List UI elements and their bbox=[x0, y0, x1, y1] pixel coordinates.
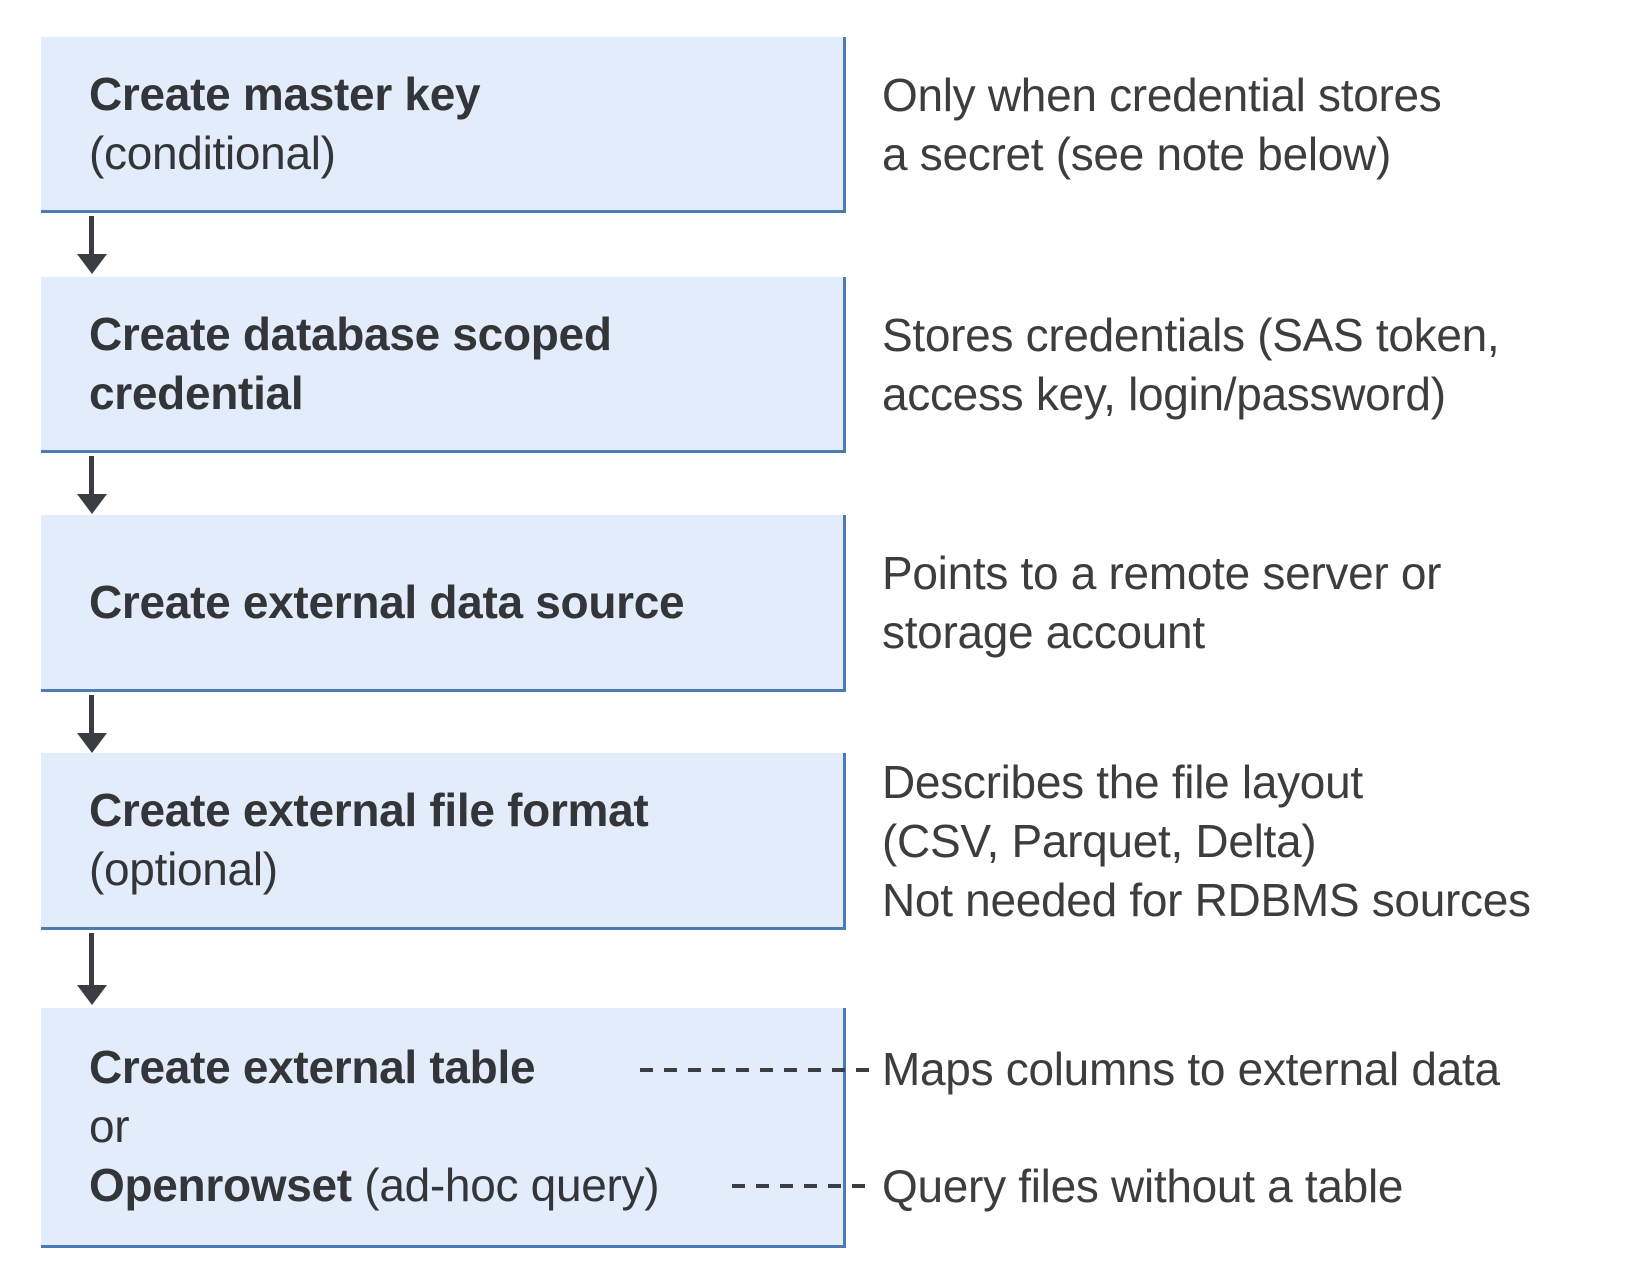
step-title-line-2: credential bbox=[89, 366, 304, 419]
step-title-alt-qualifier: (ad-hoc query) bbox=[351, 1159, 660, 1211]
annotation-master-key: Only when credential stores a secret (se… bbox=[882, 66, 1442, 184]
flow-arrow-stem bbox=[89, 695, 94, 735]
step-box-create-database-scoped-credential: Create database scoped credential bbox=[41, 277, 846, 453]
annotation-line: access key, login/password) bbox=[882, 368, 1446, 420]
annotation-file-format: Describes the file layout (CSV, Parquet,… bbox=[882, 753, 1531, 930]
step-title-alternative: Openrowset (ad-hoc query) bbox=[89, 1156, 803, 1215]
annotation-external-table: Maps columns to external data bbox=[882, 1040, 1500, 1099]
annotation-line: Only when credential stores bbox=[882, 69, 1442, 121]
step-qualifier: (optional) bbox=[89, 843, 278, 895]
step-title: Create external data source bbox=[89, 575, 685, 628]
annotation-data-source: Points to a remote server or storage acc… bbox=[882, 544, 1441, 662]
annotation-line: Maps columns to external data bbox=[882, 1043, 1500, 1095]
step-box-create-external-data-source: Create external data source bbox=[41, 515, 846, 692]
step-box-create-external-table-or-openrowset: Create external table or Openrowset (ad-… bbox=[41, 1008, 846, 1248]
step-title-primary: Create external table bbox=[89, 1041, 536, 1093]
annotation-line: (CSV, Parquet, Delta) bbox=[882, 815, 1317, 867]
step-qualifier: (conditional) bbox=[89, 126, 336, 179]
annotation-line: storage account bbox=[882, 606, 1205, 658]
step-box-create-external-file-format: Create external file format (optional) bbox=[41, 753, 846, 930]
flow-arrow-stem bbox=[89, 456, 94, 496]
step-title: Create master key bbox=[89, 67, 481, 120]
annotation-openrowset: Query files without a table bbox=[882, 1157, 1403, 1216]
arrow-down-icon bbox=[77, 494, 107, 514]
annotation-credential: Stores credentials (SAS token, access ke… bbox=[882, 306, 1500, 424]
arrow-down-icon bbox=[77, 733, 107, 753]
arrow-down-icon bbox=[77, 985, 107, 1005]
annotation-line: Points to a remote server or bbox=[882, 547, 1442, 599]
step-connector-or: or bbox=[89, 1100, 130, 1152]
arrow-down-icon bbox=[77, 254, 107, 274]
annotation-line: Not needed for RDBMS sources bbox=[882, 874, 1531, 926]
step-title: Create external file format bbox=[89, 784, 649, 836]
annotation-line: Stores credentials (SAS token, bbox=[882, 309, 1500, 361]
dashed-connector-openrowset bbox=[732, 1184, 870, 1188]
flow-arrow-stem bbox=[89, 216, 94, 256]
step-box-create-master-key: Create master key (conditional) bbox=[41, 37, 846, 213]
dashed-connector-external-table bbox=[640, 1068, 870, 1072]
flow-arrow-stem bbox=[89, 933, 94, 987]
annotation-line: a secret (see note below) bbox=[882, 128, 1391, 180]
step-title-line-1: Create database scoped bbox=[89, 307, 612, 360]
annotation-line: Query files without a table bbox=[882, 1160, 1404, 1212]
step-title-alt-bold: Openrowset bbox=[89, 1159, 352, 1211]
annotation-line: Describes the file layout bbox=[882, 756, 1363, 808]
